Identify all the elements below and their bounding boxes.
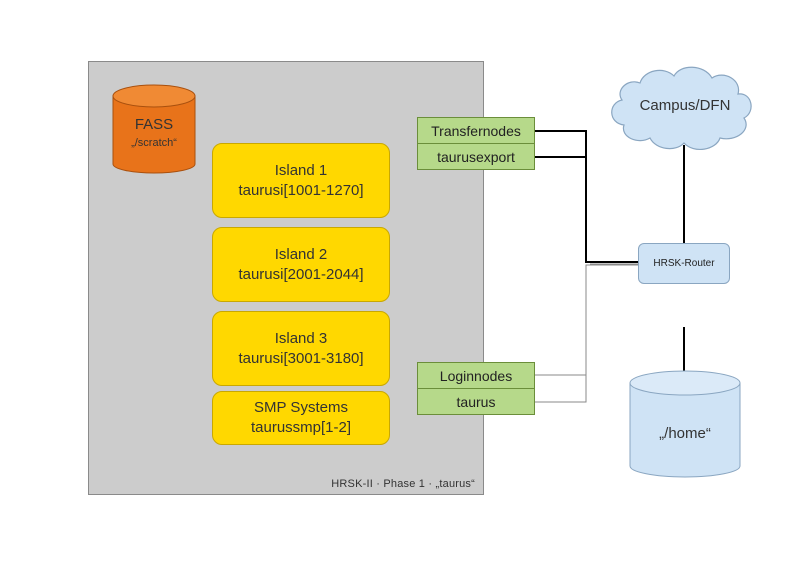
- campus-cloud-shape: [611, 66, 752, 151]
- island-3: Island 3 taurusi[3001-3180]: [212, 311, 390, 386]
- fass-cylinder: [112, 84, 196, 174]
- campus-dfn-label: Campus/DFN: [639, 97, 731, 114]
- cluster-caption: HRSK-II · Phase 1 · „taurus“: [331, 478, 475, 490]
- island-3-nodes: taurusi[3001-3180]: [238, 349, 364, 367]
- fass-storage: FASS „/scratch“: [112, 116, 196, 152]
- island-3-name: Island 3: [274, 329, 328, 347]
- transfer-link: [535, 130, 638, 263]
- island-2-name: Island 2: [274, 245, 328, 263]
- taurus-box: taurus: [417, 388, 535, 415]
- island-1: Island 1 taurusi[1001-1270]: [212, 143, 390, 218]
- fass-title: FASS: [134, 116, 174, 133]
- home-storage-label: „/home“: [659, 425, 711, 442]
- island-2: Island 2 taurusi[2001-2044]: [212, 227, 390, 302]
- transfernodes-box: Transfernodes: [417, 117, 535, 144]
- smp-systems: SMP Systems taurussmp[1-2]: [212, 391, 390, 445]
- island-2-nodes: taurusi[2001-2044]: [238, 265, 364, 283]
- login-link: [535, 264, 638, 376]
- taurusexport-box: taurusexport: [417, 143, 535, 170]
- island-1-name: Island 1: [274, 161, 328, 179]
- home-cylinder: [629, 370, 741, 478]
- island-1-nodes: taurusi[1001-1270]: [238, 181, 364, 199]
- taurus-login-link: [535, 375, 587, 403]
- connector-lines: [535, 130, 685, 372]
- loginnodes-box: Loginnodes: [417, 362, 535, 389]
- fass-subtitle: „/scratch“: [131, 137, 177, 149]
- login-lines: [535, 263, 638, 403]
- smp-systems-name: SMP Systems: [254, 399, 348, 416]
- hrsk-router: HRSK-Router: [638, 243, 730, 284]
- smp-systems-nodes: taurussmp[1-2]: [250, 419, 352, 436]
